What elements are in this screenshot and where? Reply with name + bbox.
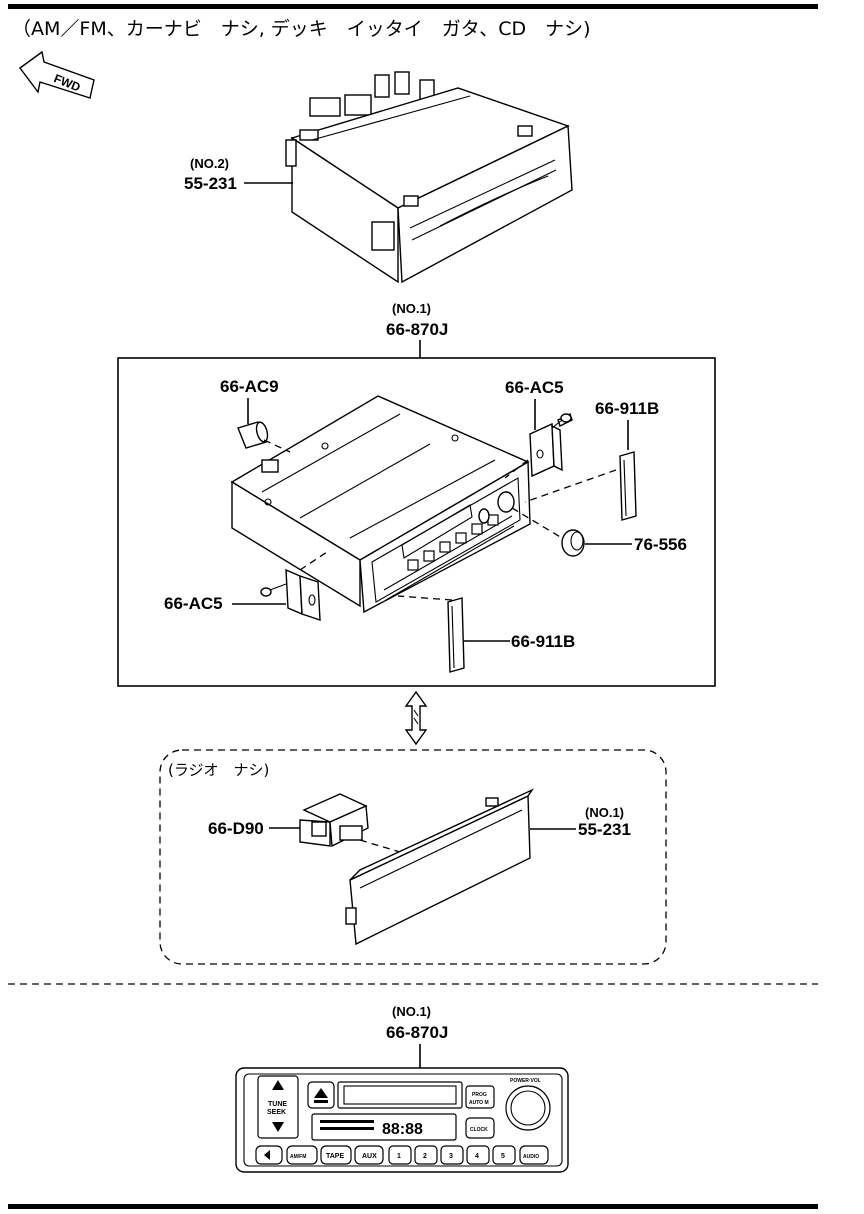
- knob-dash: [511, 507, 563, 539]
- power-vol-label: POWER·VOL: [510, 1078, 541, 1084]
- clock-button[interactable]: [465, 1117, 495, 1139]
- audio-button[interactable]: [519, 1145, 549, 1165]
- header-title: （AM／FM、カーナビ ナシ, デッキ イッタイ ガタ、CD ナシ): [12, 18, 591, 40]
- preset-button-2[interactable]: [414, 1145, 438, 1165]
- label-66-911b-bottom: 66-911B: [511, 632, 575, 651]
- knob-icon-76-556: [561, 529, 585, 557]
- top-unit-illustration: [285, 71, 573, 284]
- trim-panel-66-911b-bottom: [447, 597, 465, 673]
- preset-label-3: 3: [449, 1153, 453, 1160]
- label-66-ac5-left: 66-AC5: [164, 594, 223, 613]
- tune-up-arrow-icon: [272, 1080, 284, 1090]
- no-radio-title: (ラジオ ナシ): [168, 761, 269, 779]
- preset-label-2: 2: [423, 1153, 427, 1160]
- screw-icon-left: [260, 583, 287, 597]
- preset-button-1[interactable]: [388, 1145, 412, 1165]
- cover-note: (NO.1): [585, 805, 624, 820]
- prog-auto-m-button[interactable]: [465, 1085, 495, 1109]
- seek-label: SEEK: [267, 1109, 286, 1116]
- tune-down-arrow-icon: [272, 1122, 284, 1132]
- prog-label: PROG: [472, 1092, 487, 1098]
- bracket-66-ac5-left: [285, 568, 321, 621]
- label-76-556: 76-556: [634, 535, 687, 554]
- audio-label: AUDIO: [523, 1154, 539, 1160]
- label-66-911b-right: 66-911B: [595, 399, 659, 418]
- am-fm-button[interactable]: [286, 1145, 318, 1165]
- cassette-door: [337, 1081, 463, 1109]
- label-66-d90: 66-D90: [208, 819, 264, 838]
- screw-icon-top: [551, 413, 572, 429]
- trim-panel-66-911b-right: [619, 451, 637, 521]
- preset-label-4: 4: [475, 1153, 479, 1160]
- 911b-right-dash: [524, 469, 617, 503]
- label-66-ac9: 66-AC9: [220, 377, 279, 396]
- preset-label-5: 5: [501, 1153, 505, 1160]
- main-unit-box: [117, 357, 716, 687]
- blank-cover-55-231: [345, 788, 534, 946]
- ac9-dash: [263, 439, 291, 453]
- tape-button[interactable]: [320, 1145, 352, 1165]
- eject-icon: [314, 1088, 328, 1098]
- clock-label: CLOCK: [470, 1127, 488, 1133]
- no-radio-box: [159, 749, 667, 965]
- faceplate-part-no: 66-870J: [386, 1023, 448, 1042]
- power-volume-knob[interactable]: [505, 1085, 551, 1131]
- rewind-icon: [264, 1150, 270, 1160]
- faceplate-note: (NO.1): [392, 1004, 431, 1019]
- preset-button-3[interactable]: [440, 1145, 464, 1165]
- spacer-66-ac9: [237, 421, 269, 449]
- 911b-bottom-dash: [397, 595, 453, 601]
- double-arrow-icon: [404, 690, 428, 746]
- top-unit-part-no: 55-231: [184, 174, 237, 193]
- preset-label-1: 1: [397, 1153, 401, 1160]
- ac5-top-dash: [504, 459, 529, 479]
- preset-button-4[interactable]: [466, 1145, 490, 1165]
- bottom-rule: [8, 1204, 818, 1209]
- main-unit-part-no: 66-870J: [386, 320, 448, 339]
- fwd-arrow-icon: FWD: [19, 50, 95, 99]
- cover-part-no: 55-231: [578, 820, 631, 839]
- top-unit-note: (NO.2): [190, 156, 229, 171]
- connector-66-d90: [299, 793, 369, 848]
- ac5-left-dash: [299, 549, 331, 571]
- aux-label: AUX: [362, 1153, 377, 1160]
- display-readout: 88:88: [382, 1121, 423, 1138]
- label-66-ac5-top: 66-AC5: [505, 378, 564, 397]
- aux-button[interactable]: [354, 1145, 384, 1165]
- radio-faceplate: TUNE SEEK PROG AUTO M 88:88 CLOCK POWER·…: [235, 1067, 569, 1173]
- tape-label: TAPE: [326, 1153, 344, 1160]
- tune-seek-button[interactable]: [257, 1075, 299, 1139]
- preset-button-5[interactable]: [492, 1145, 516, 1165]
- top-rule: [8, 4, 818, 9]
- tune-label: TUNE: [268, 1101, 287, 1108]
- main-unit-note: (NO.1): [392, 301, 431, 316]
- bracket-66-ac5-top: [529, 413, 573, 478]
- am-fm-label: AM/FM: [290, 1154, 306, 1160]
- main-unit-illustration: [230, 395, 531, 614]
- auto-m-label: AUTO M: [469, 1100, 489, 1106]
